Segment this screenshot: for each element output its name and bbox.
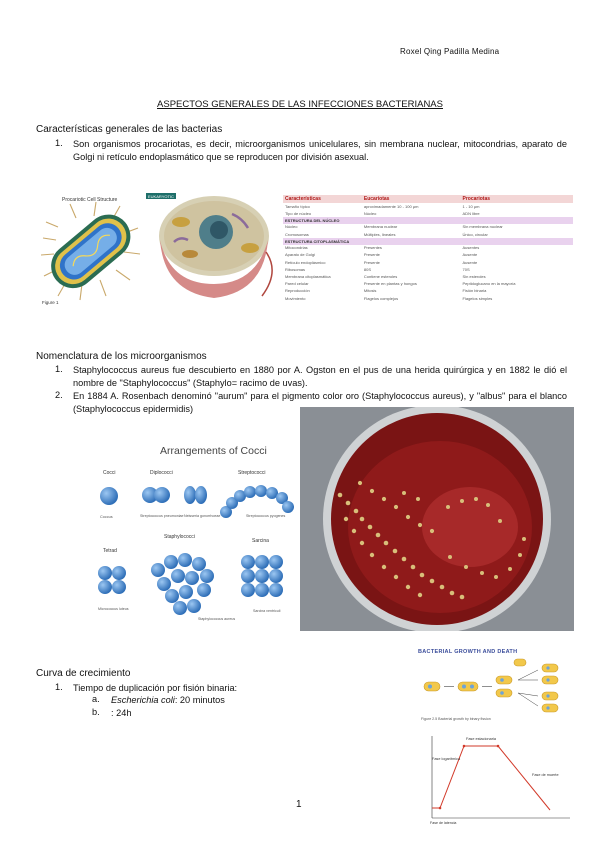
figure-caption: Figure 1 <box>42 300 59 305</box>
list-item-text: En 1884 A. Rosenbach denominó "aurum" pa… <box>73 391 567 414</box>
duplication-time: : 24h <box>111 708 132 718</box>
svg-text:Micrococcus luteus: Micrococcus luteus <box>98 607 129 611</box>
header-cell: Eucariotas <box>363 196 390 202</box>
growth-curve-chart: Fase estacionaria Fase logarítmica Fase … <box>430 736 570 825</box>
growth-curve-line <box>432 745 551 811</box>
svg-text:Staphylococci: Staphylococci <box>164 534 195 540</box>
svg-text:Staphylococcus aureus: Staphylococcus aureus <box>198 617 235 621</box>
list-item-text: Son organismos procariotas, es decir, mi… <box>73 139 567 162</box>
svg-text:Neisseria gonorrhoeae: Neisseria gonorrhoeae <box>184 514 220 518</box>
svg-text:Streptococcus pneumoniae: Streptococcus pneumoniae <box>140 514 184 518</box>
phase-label: Fase de muerte <box>532 773 559 777</box>
sublist-letter: b. <box>92 707 100 717</box>
section-heading-nomenclature: Nomenclatura de los microorganismos <box>36 351 207 362</box>
svg-text:Tetrad: Tetrad <box>103 548 117 554</box>
sublist-item: Escherichia coli: 20 minutos <box>111 694 225 707</box>
table-section-row: ESTRUCTURA DEL NÚCLEO <box>283 217 573 224</box>
page-number: 1 <box>296 799 302 810</box>
sublist-item: : 24h <box>111 707 131 720</box>
growth-figure-caption: Figure 2.5 Bacterial growth by binary fi… <box>421 717 491 721</box>
eukaryotic-tag: EUKARYOTIC <box>148 194 174 199</box>
header-cell: Procariotas <box>462 196 491 202</box>
svg-text:Sarcina: Sarcina <box>252 538 269 544</box>
phase-label: Fase logarítmica <box>432 757 461 761</box>
document-title: ASPECTOS GENERALES DE LAS INFECCIONES BA… <box>157 99 443 110</box>
figure-label: Procariotic Cell Structure <box>62 197 118 203</box>
table-header: Características Eucariotas Procariotas <box>283 195 573 203</box>
comparison-table: Características Eucariotas Procariotas T… <box>283 195 573 302</box>
growth-figure-title: BACTERIAL GROWTH AND DEATH <box>418 649 518 655</box>
phase-label: Fase de latencia <box>430 821 456 825</box>
svg-text:Streptococci: Streptococci <box>238 470 266 476</box>
cocci-figure-title: Arrangements of Cocci <box>160 445 267 457</box>
species-name: Escherichia coli <box>111 695 175 705</box>
list-item-text: Staphylococcus aureus fue descubierto en… <box>73 365 567 388</box>
svg-text:Coccus: Coccus <box>100 515 113 519</box>
eukaryotic-cell-figure: EUKARYOTIC <box>146 193 273 298</box>
list-number: 1. <box>55 682 63 692</box>
list-number: 1. <box>55 138 63 148</box>
section-heading-characteristics: Características generales de las bacteri… <box>36 124 223 135</box>
svg-text:Sarcina ventriculi: Sarcina ventriculi <box>253 609 281 613</box>
prokaryotic-cell-figure: Procariotic Cell Structure Figure 1 <box>40 197 141 305</box>
cocci-arrangements-figure: Arrangements of Cocci Cocci Coccus Diplo… <box>88 430 296 630</box>
blood-agar-plate-photo <box>300 407 574 631</box>
svg-text:Cocci: Cocci <box>103 470 116 476</box>
table-section-row: ESTRUCTURA CITOPLASMÁTICA <box>283 238 573 245</box>
list-number: 2. <box>55 390 63 400</box>
duplication-time: : 20 minutos <box>174 695 225 705</box>
section-heading-growth-curve: Curva de crecimiento <box>36 668 131 679</box>
header-cell: Características <box>285 196 321 202</box>
binary-fission-diagram <box>423 658 559 713</box>
svg-text:Streptococcus pyogenes: Streptococcus pyogenes <box>246 514 286 518</box>
svg-text:Diplococci: Diplococci <box>150 470 173 476</box>
sublist-letter: a. <box>92 694 100 704</box>
phase-label: Fase estacionaria <box>466 737 497 741</box>
author-name: Roxel Qing Padilla Medina <box>400 47 500 56</box>
list-number: 1. <box>55 364 63 374</box>
list-item-text: Tiempo de duplicación por fisión binaria… <box>73 683 238 693</box>
